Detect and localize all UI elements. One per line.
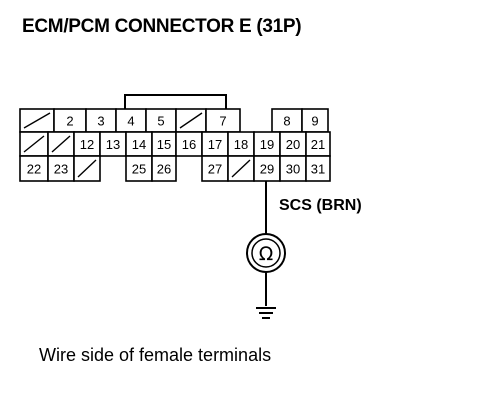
- terminal-number-3: 3: [97, 114, 104, 129]
- ground-icon: [256, 307, 276, 319]
- terminal-number-9: 9: [311, 114, 318, 129]
- terminal-number-17: 17: [208, 137, 222, 152]
- terminal-number-27: 27: [208, 162, 222, 177]
- terminal-number-26: 26: [157, 162, 171, 177]
- terminal-number-7: 7: [219, 114, 226, 129]
- terminal-number-13: 13: [106, 137, 120, 152]
- empty-cavity-slash: [231, 159, 251, 178]
- empty-cavity-slash: [23, 135, 45, 153]
- terminal-number-25: 25: [132, 162, 146, 177]
- terminal-number-12: 12: [80, 137, 94, 152]
- terminal-number-18: 18: [234, 137, 248, 152]
- terminal-number-31: 31: [311, 162, 325, 177]
- terminal-number-2: 2: [66, 114, 73, 129]
- connector-cell-25: [125, 155, 153, 182]
- connector-cell-31: [305, 155, 331, 182]
- terminal-number-21: 21: [311, 137, 325, 152]
- empty-cavity-slash: [51, 135, 71, 153]
- terminal-number-29: 29: [260, 162, 274, 177]
- connector-cell-13: [99, 131, 127, 157]
- connector-cell-26: [151, 155, 177, 182]
- terminal-number-14: 14: [132, 137, 146, 152]
- connector-cell-23: [47, 155, 75, 182]
- terminal-number-4: 4: [127, 114, 134, 129]
- empty-cavity-slash: [77, 159, 97, 178]
- terminal-number-30: 30: [286, 162, 300, 177]
- connector-cell-12: [73, 131, 101, 157]
- connector-cell-30: [279, 155, 307, 182]
- empty-cavity-slash: [179, 112, 203, 129]
- connector-title: ECM/PCM CONNECTOR E (31P): [22, 16, 302, 37]
- terminal-number-16: 16: [182, 137, 196, 152]
- empty-cavity-slash: [23, 112, 51, 129]
- terminal-number-20: 20: [286, 137, 300, 152]
- terminal-number-15: 15: [157, 137, 171, 152]
- terminal-number-19: 19: [260, 137, 274, 152]
- terminal-number-5: 5: [157, 114, 164, 129]
- ohm-symbol: Ω: [259, 243, 274, 265]
- caption: Wire side of female terminals: [39, 345, 272, 365]
- ohmmeter-icon: Ω: [246, 233, 286, 273]
- terminal-number-8: 8: [283, 114, 290, 129]
- wire-label: SCS (BRN): [279, 197, 362, 214]
- terminal-number-23: 23: [54, 162, 68, 177]
- connector-lock-tab: [124, 94, 227, 109]
- terminal-number-22: 22: [27, 162, 41, 177]
